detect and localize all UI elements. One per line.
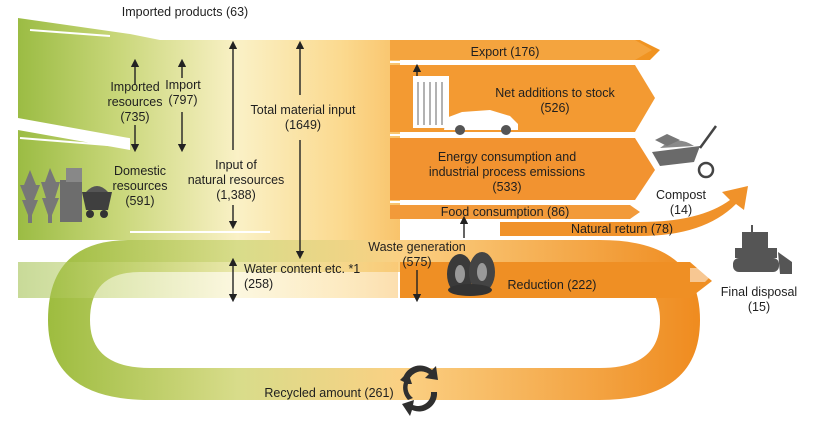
import-label: Import (797) [165, 78, 200, 108]
recycled-amount-label: Recycled amount (261) [264, 386, 394, 400]
waste-generation-line-2: (575) [402, 255, 432, 269]
compost-line-1: Compost [655, 188, 707, 202]
imported-resources-line-3: (735) [120, 110, 150, 124]
final-disposal-line-1: Final disposal [720, 285, 798, 299]
input-natural-resources-label: Input of natural resources (1,388) [188, 158, 285, 203]
import-line-2: (797) [168, 93, 198, 107]
compost-label: Compost (14) [656, 188, 706, 218]
input-natural-resources-line-1: Input of [215, 158, 257, 172]
input-natural-resources-line-3: (1,388) [216, 188, 256, 202]
central-flow-body [130, 40, 400, 240]
final-disposal-label: Final disposal (15) [721, 285, 797, 315]
recycle-icon [400, 365, 438, 416]
waste-generation-line-1: Waste generation [368, 240, 466, 254]
domestic-resources-line-1: Domestic [113, 164, 167, 178]
imported-resources-line-1: Imported [110, 80, 160, 94]
water-content-line-2: (258) [244, 277, 274, 291]
tires-icon [447, 252, 495, 296]
domestic-resources-label: Domestic resources (591) [113, 164, 168, 209]
building-icon [413, 76, 449, 128]
net-additions-label: Net additions to stock (526) [495, 86, 615, 116]
compost-line-2: (14) [669, 203, 693, 217]
car-icon [444, 110, 518, 135]
waste-generation-label: Waste generation (575) [368, 240, 466, 270]
water-content-label: Water content etc. *1 (258) [244, 262, 360, 292]
bulldozer-icon [733, 225, 792, 274]
domestic-resources-line-2: resources [112, 179, 168, 193]
energy-consumption-line-3: (533) [492, 180, 522, 194]
imported-resources-line-2: resources [107, 95, 163, 109]
domestic-resources-line-3: (591) [125, 194, 155, 208]
food-consumption-label: Food consumption (86) [440, 205, 570, 219]
water-content-band [18, 262, 398, 298]
energy-consumption-line-1: Energy consumption and [437, 150, 577, 164]
energy-consumption-line-2: industrial process emissions [428, 165, 586, 179]
natural-return-band [500, 186, 748, 236]
mine-cart-icon [82, 186, 112, 218]
final-disposal-line-2: (15) [747, 300, 771, 314]
band-separators [19, 29, 640, 233]
natural-return-label: Natural return (78) [570, 222, 674, 236]
export-label: Export (176) [470, 45, 540, 59]
reduction-label: Reduction (222) [507, 278, 597, 292]
food-band [390, 205, 640, 219]
imported-products-label: Imported products (63) [121, 5, 249, 19]
total-material-input-line-1: Total material input [250, 103, 356, 117]
wheelbarrow-icon [652, 125, 718, 179]
net-additions-line-2: (526) [540, 101, 570, 115]
final-disposal-arrow [690, 268, 712, 282]
energy-consumption-label: Energy consumption and industrial proces… [429, 150, 585, 195]
silo-icon [60, 168, 82, 222]
net-additions-line-1: Net additions to stock [495, 86, 615, 100]
trees-icon [20, 168, 60, 223]
export-band [390, 40, 652, 60]
imported-resources-label: Imported resources (735) [108, 80, 163, 125]
energy-band [390, 138, 655, 200]
total-material-input-label: Total material input (1649) [251, 103, 356, 133]
import-line-1: Import [165, 78, 201, 92]
input-natural-resources-line-2: natural resources [187, 173, 285, 187]
water-content-line-1: Water content etc. *1 [244, 262, 361, 276]
total-material-input-line-2: (1649) [284, 118, 322, 132]
